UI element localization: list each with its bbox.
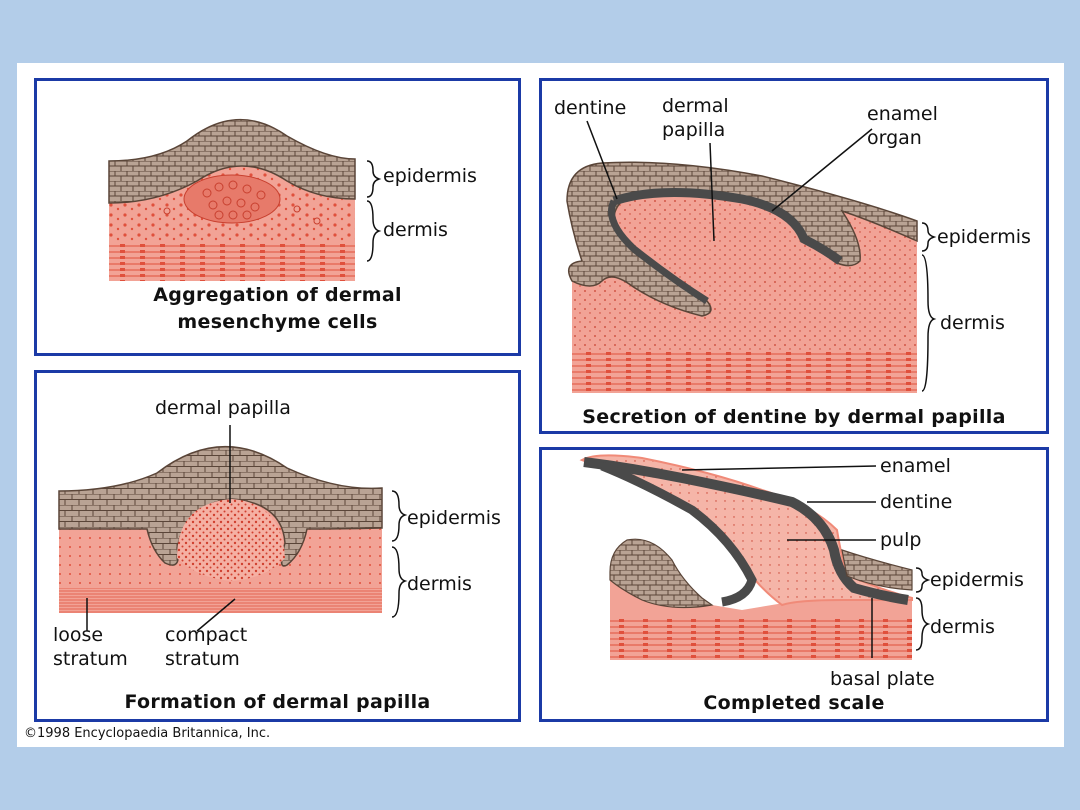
label-epidermis: epidermis: [930, 569, 1024, 591]
caption-completed: Completed scale: [703, 692, 885, 714]
label-dermis: dermis: [930, 616, 995, 638]
caption-aggregation-line2: mesenchyme cells: [177, 311, 378, 333]
label-enamel-organ-1: enamel: [867, 103, 938, 125]
caption-secretion: Secretion of dentine by dermal papilla: [582, 406, 1006, 428]
diagram-sheet: epidermis dermis Aggregation of dermal m…: [17, 63, 1064, 747]
secretion-illustration: [566, 120, 937, 393]
label-epidermis: epidermis: [937, 226, 1031, 248]
label-pulp: pulp: [880, 529, 922, 551]
label-loose-stratum-2: stratum: [53, 648, 128, 670]
label-epidermis: epidermis: [383, 165, 477, 187]
label-dermis: dermis: [383, 219, 448, 241]
panel-secretion: dentine dermal papilla enamel organ epid…: [539, 78, 1049, 434]
panel-aggregation: epidermis dermis Aggregation of dermal m…: [34, 78, 521, 356]
label-compact-stratum-2: stratum: [165, 648, 240, 670]
panel-completed: enamel dentine pulp epidermis dermis bas…: [539, 447, 1049, 722]
label-dermis: dermis: [940, 312, 1005, 334]
label-dentine: dentine: [880, 491, 953, 513]
label-epidermis: epidermis: [407, 507, 501, 529]
label-dentine: dentine: [554, 97, 627, 119]
formation-illustration: [58, 425, 408, 632]
label-loose-stratum-1: loose: [53, 624, 104, 646]
aggregation-illustration: [108, 118, 382, 281]
caption-aggregation-line1: Aggregation of dermal: [153, 284, 402, 306]
label-dermal-papilla: dermal papilla: [155, 397, 291, 419]
completed-illustration: [579, 454, 931, 660]
label-basal-plate: basal plate: [830, 668, 935, 690]
caption-formation: Formation of dermal papilla: [124, 691, 431, 713]
panel-formation: dermal papilla epidermis dermis loose st…: [34, 370, 521, 722]
label-compact-stratum-1: compact: [165, 624, 248, 646]
label-dermis: dermis: [407, 573, 472, 595]
label-enamel-organ-2: organ: [867, 127, 922, 149]
label-enamel: enamel: [880, 455, 951, 477]
label-dermal-papilla-1: dermal: [662, 95, 729, 117]
label-dermal-papilla-2: papilla: [662, 119, 726, 141]
copyright-text: ©1998 Encyclopaedia Britannica, Inc.: [24, 726, 271, 741]
